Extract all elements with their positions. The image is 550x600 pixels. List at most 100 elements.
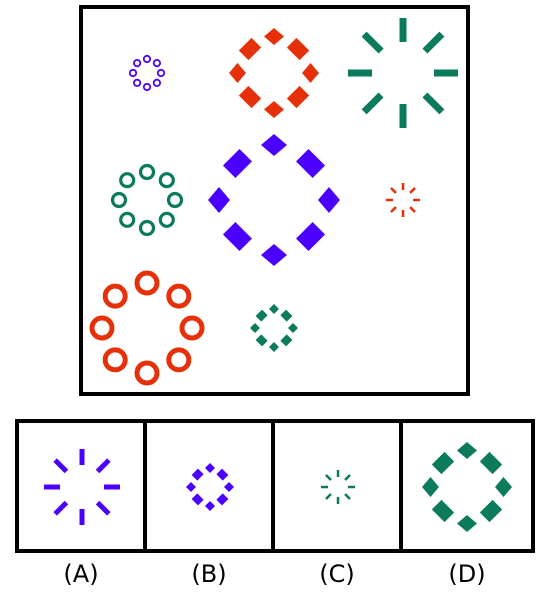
option-b-diamond-figure (186, 463, 234, 511)
option-box-c[interactable] (271, 419, 403, 553)
diamond-element (280, 309, 293, 322)
diamond-element (205, 501, 215, 511)
diamond-element (422, 477, 439, 497)
ring-element (138, 163, 156, 181)
option-c-dash-figure (321, 470, 355, 504)
diamond-element (431, 451, 455, 475)
option-box-b[interactable] (143, 419, 275, 553)
dash-element (95, 500, 111, 516)
dash-element (95, 458, 111, 474)
diamond-element (269, 304, 279, 314)
diamond-element (186, 482, 196, 492)
ring-element (166, 283, 192, 309)
ring-element (158, 211, 175, 228)
ring-element (133, 59, 142, 68)
diamond-element (191, 493, 204, 506)
ring-element (158, 172, 175, 189)
diamond-element (250, 323, 260, 333)
ring-element (110, 191, 128, 209)
diamond-element (457, 442, 477, 459)
ring-element (102, 347, 128, 373)
ring-element (152, 78, 161, 87)
ring-element (142, 82, 152, 92)
diamond-element (205, 463, 215, 473)
diamond-element (208, 187, 230, 213)
dash-element (409, 206, 416, 213)
ring-element (134, 360, 160, 386)
diamond-element (280, 334, 293, 347)
ring-element (179, 315, 205, 341)
cell-r2c1-ring-figure (110, 163, 184, 237)
cell-r3c1-ring-figure (89, 270, 205, 386)
option-a-dash-figure (44, 449, 120, 525)
diamond-element (269, 342, 279, 352)
cell-r2c2-diamond-figure (208, 134, 340, 266)
diamond-element (216, 493, 229, 506)
diamond-element (479, 499, 503, 523)
option-label-b[interactable]: (B) (191, 560, 227, 588)
options-panel (15, 419, 535, 553)
puzzle-frame (79, 5, 470, 396)
ring-element (166, 191, 184, 209)
diamond-element (216, 468, 229, 481)
diamond-element (286, 85, 310, 109)
ring-element (119, 211, 136, 228)
ring-element (89, 315, 115, 341)
dash-element (344, 493, 351, 500)
option-label-c[interactable]: (C) (319, 560, 355, 588)
cell-r3c2-diamond-figure (250, 304, 298, 352)
diamond-element (296, 222, 326, 252)
diamond-element (238, 85, 262, 109)
dash-element (325, 474, 332, 481)
diamond-element (479, 451, 503, 475)
option-label-a[interactable]: (A) (63, 560, 99, 588)
dash-element (344, 474, 351, 481)
dash-element (361, 92, 384, 115)
option-label-d[interactable]: (D) (448, 560, 486, 588)
dash-element (390, 206, 397, 213)
ring-element (152, 59, 161, 68)
dash-element (422, 92, 445, 115)
ring-element (128, 68, 138, 78)
ring-element (138, 219, 156, 237)
diamond-element (457, 515, 477, 532)
ring-element (119, 172, 136, 189)
ring-element (142, 54, 152, 64)
diamond-element (318, 187, 340, 213)
diamond-element (191, 468, 204, 481)
cell-r1c1-ring-figure (128, 54, 166, 92)
dash-element (325, 493, 332, 500)
ring-element (166, 347, 192, 373)
diamond-element (261, 244, 287, 266)
ring-element (156, 68, 166, 78)
option-box-a[interactable] (15, 419, 147, 553)
diamond-element (264, 28, 284, 45)
diamond-element (264, 101, 284, 118)
diamond-element (222, 222, 252, 252)
dash-element (422, 31, 445, 54)
cell-r1c3-dash-figure (348, 18, 458, 128)
diamond-element (495, 477, 512, 497)
dash-element (53, 458, 69, 474)
dash-element (409, 187, 416, 194)
diamond-element (302, 63, 319, 83)
option-figures (44, 442, 512, 532)
diamond-element (261, 134, 287, 156)
diamond-element (238, 37, 262, 61)
diamond-element (224, 482, 234, 492)
ring-element (134, 270, 160, 296)
ring-element (133, 78, 142, 87)
dash-element (390, 187, 397, 194)
diamond-element (431, 499, 455, 523)
ring-element (102, 283, 128, 309)
diamond-element (286, 37, 310, 61)
puzzle-grid (89, 18, 458, 386)
cell-r2c3-dash-figure (386, 183, 420, 217)
cell-r1c2-diamond-figure (229, 28, 319, 118)
diamond-element (288, 323, 298, 333)
dash-element (53, 500, 69, 516)
dash-element (361, 31, 384, 54)
diamond-element (255, 309, 268, 322)
diamond-element (222, 148, 252, 178)
